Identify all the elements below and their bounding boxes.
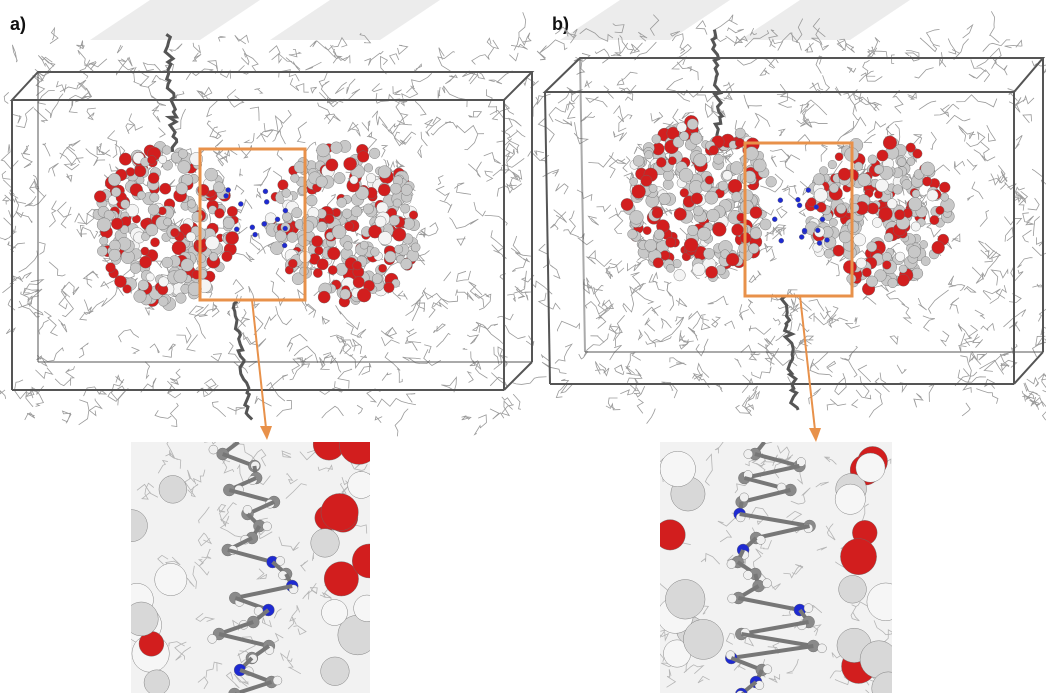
nanoparticle-cluster-a <box>92 33 421 421</box>
panel-label-a: a) <box>10 14 27 34</box>
zoom-arrow-b <box>799 295 816 431</box>
highlight-frame-a <box>198 147 307 302</box>
watermark-shapes <box>90 0 910 40</box>
panel-label-b: b) <box>552 14 569 34</box>
periodic-box-a <box>9 71 535 391</box>
zoom-arrow-a <box>251 299 267 429</box>
zoom-inset-a <box>131 442 370 693</box>
solvent-network-b <box>512 11 1046 424</box>
zoom-inset-b <box>660 442 892 693</box>
highlight-frame-b <box>743 141 854 298</box>
solvent-network-a <box>0 12 553 437</box>
nanoparticle-cluster-b <box>620 29 955 411</box>
periodic-box-b <box>542 57 1046 385</box>
